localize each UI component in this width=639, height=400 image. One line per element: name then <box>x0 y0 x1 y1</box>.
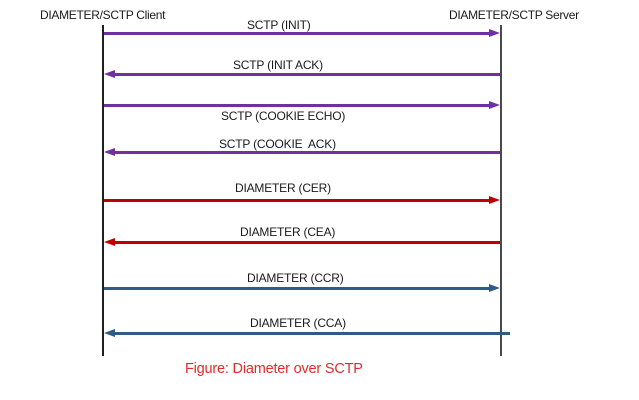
arrow-left-icon <box>104 238 115 246</box>
message-label: DIAMETER (CEA) <box>238 225 338 239</box>
arrow-left-icon <box>104 148 115 156</box>
message-label: SCTP (COOKIE ACK) <box>217 137 338 151</box>
arrow-right-icon <box>489 196 500 204</box>
message-label: DIAMETER (CER) <box>233 181 333 195</box>
message-label: DIAMETER (CCR) <box>245 271 346 285</box>
message-line <box>113 73 500 76</box>
server-lifeline <box>500 25 502 356</box>
message-line <box>113 151 500 154</box>
message-line <box>104 199 491 202</box>
message-line <box>104 32 491 35</box>
arrow-right-icon <box>489 284 500 292</box>
client-actor-label: DIAMETER/SCTP Client <box>40 8 166 22</box>
message-label: DIAMETER (CCA) <box>248 316 348 330</box>
message-line <box>113 332 510 335</box>
figure-caption: Figure: Diameter over SCTP <box>185 361 363 377</box>
message-line <box>113 241 500 244</box>
message-label: SCTP (INIT ACK) <box>231 58 325 72</box>
message-line <box>104 287 491 290</box>
server-actor-label: DIAMETER/SCTP Server <box>449 8 579 22</box>
client-lifeline <box>102 25 104 356</box>
arrow-right-icon <box>489 29 500 37</box>
message-line <box>104 104 491 107</box>
message-label: SCTP (COOKIE ECHO) <box>219 109 348 123</box>
arrow-right-icon <box>489 101 500 109</box>
arrow-left-icon <box>104 70 115 78</box>
message-label: SCTP (INIT) <box>245 18 313 32</box>
arrow-left-icon <box>104 329 115 337</box>
